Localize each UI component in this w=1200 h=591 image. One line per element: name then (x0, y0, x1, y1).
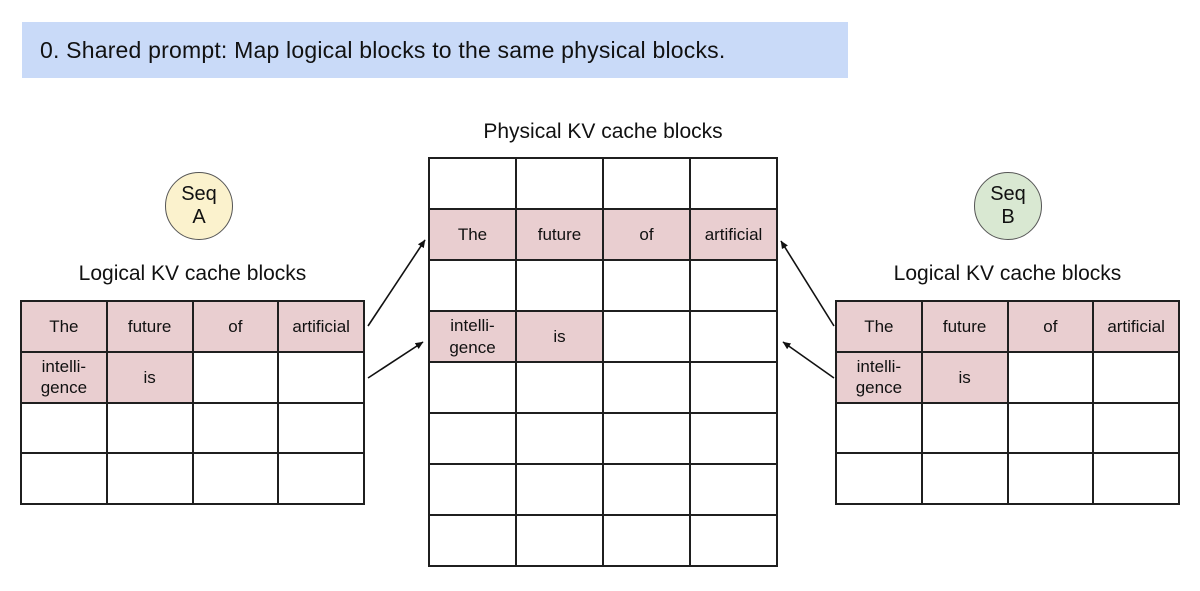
kv-cache-cell: future (921, 301, 1008, 352)
kv-cache-cell-empty (516, 413, 603, 464)
kv-cache-cell-empty (21, 402, 107, 454)
logical-blocks-title-b: Logical KV cache blocks (893, 262, 1122, 285)
kv-cache-cell-empty (690, 515, 777, 566)
kv-cache-cell-empty (429, 464, 516, 515)
kv-cache-cell-empty (516, 515, 603, 566)
arrow-seq-a-block1 (367, 341, 424, 379)
kv-cache-cell-empty (516, 260, 603, 311)
kv-cache-cell: intelli- gence (836, 351, 922, 403)
kv-cache-cell-empty (192, 351, 279, 403)
kv-cache-cell-empty (690, 311, 777, 362)
kv-cache-cell: intelli- gence (429, 311, 516, 362)
kv-cache-cell-empty (1007, 402, 1094, 454)
kv-cache-cell: of (603, 209, 690, 260)
kv-cache-cell: artificial (278, 301, 364, 352)
physical-blocks-title: Physical KV cache blocks (483, 120, 723, 143)
kv-cache-cell-empty (429, 413, 516, 464)
kv-cache-cell-empty (516, 464, 603, 515)
kv-cache-cell: The (429, 209, 516, 260)
kv-cache-cell-empty (603, 515, 690, 566)
kv-cache-cell-empty (192, 453, 279, 504)
kv-cache-cell-empty (603, 464, 690, 515)
kv-cache-cell-empty (278, 402, 364, 454)
logical-blocks-title-a: Logical KV cache blocks (78, 262, 307, 285)
kv-cache-cell: The (21, 301, 107, 352)
seq-b-label-line1: Seq (990, 183, 1026, 205)
kv-cache-cell-empty (516, 158, 603, 209)
seq-a-label-line2: A (192, 206, 206, 228)
kv-cache-cell-empty (603, 362, 690, 413)
kv-cache-cell-empty (690, 260, 777, 311)
kv-cache-cell: of (192, 301, 279, 352)
kv-cache-cell: is (921, 351, 1008, 403)
kv-cache-cell-empty (429, 515, 516, 566)
kv-cache-cell-empty (690, 464, 777, 515)
kv-cache-cell-empty (1007, 453, 1094, 504)
seq-b-label-line2: B (1001, 206, 1015, 228)
kv-cache-cell: of (1007, 301, 1094, 352)
kv-cache-cell: is (516, 311, 603, 362)
kv-cache-cell-empty (1093, 453, 1179, 504)
kv-cache-cell: is (106, 351, 193, 403)
kv-cache-cell-empty (921, 402, 1008, 454)
kv-cache-cell: The (836, 301, 922, 352)
kv-cache-cell-empty (921, 453, 1008, 504)
kv-cache-cell-empty (836, 402, 922, 454)
kv-cache-cell: future (106, 301, 193, 352)
kv-cache-cell: intelli- gence (21, 351, 107, 403)
arrow-seq-a-block0 (367, 239, 426, 327)
seq-a-node: Seq A (165, 172, 233, 240)
kv-cache-cell-empty (429, 260, 516, 311)
kv-cache-cell: artificial (690, 209, 777, 260)
kv-cache-cell-empty (1093, 351, 1179, 403)
kv-cache-cell-empty (1007, 351, 1094, 403)
kv-cache-cell: artificial (1093, 301, 1179, 352)
kv-cache-cell-empty (21, 453, 107, 504)
kv-cache-cell-empty (429, 362, 516, 413)
kv-cache-cell-empty (516, 362, 603, 413)
kv-cache-cell-empty (192, 402, 279, 454)
kv-cache-cell-empty (603, 158, 690, 209)
kv-cache-cell-empty (603, 413, 690, 464)
kv-cache-cell-empty (429, 158, 516, 209)
kv-cache-cell-empty (106, 402, 193, 454)
kv-cache-cell-empty (690, 362, 777, 413)
arrow-seq-b-block0 (780, 240, 835, 327)
kv-cache-cell-empty (106, 453, 193, 504)
title-banner: 0. Shared prompt: Map logical blocks to … (22, 22, 848, 78)
kv-cache-cell-empty (278, 351, 364, 403)
seq-a-label-line1: Seq (181, 183, 217, 205)
kv-cache-cell: future (516, 209, 603, 260)
kv-cache-cell-empty (603, 311, 690, 362)
kv-cache-cell-empty (690, 413, 777, 464)
kv-cache-cell-empty (603, 260, 690, 311)
arrow-seq-b-block1 (782, 341, 835, 379)
seq-b-node: Seq B (974, 172, 1042, 240)
kv-cache-cell-empty (278, 453, 364, 504)
kv-cache-cell-empty (836, 453, 922, 504)
kv-cache-cell-empty (690, 158, 777, 209)
kv-cache-cell-empty (1093, 402, 1179, 454)
